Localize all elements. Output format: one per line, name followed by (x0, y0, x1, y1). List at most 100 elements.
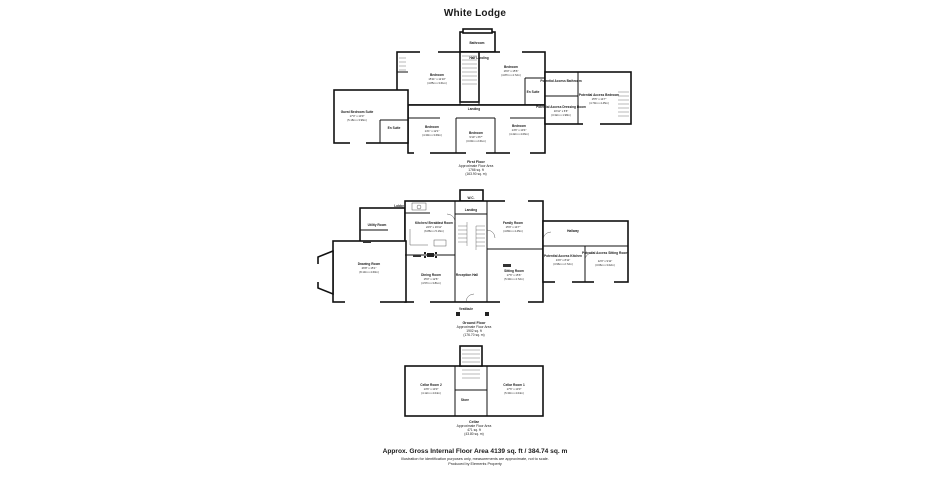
room-dims-bedroom-right: 16'0" x 15'6" (504, 69, 519, 73)
room-label-bedroom-bl: Bedroom (425, 125, 439, 129)
room-label-pa-kitchen: Potential Access Kitchen (544, 254, 582, 258)
room-label-en-suite-right: En Suite (527, 90, 540, 94)
room-dims-sitting-metric: (5.33m x 4.72m) (504, 277, 524, 281)
room-dims-potential-dressing: 10'11" x 6'6" (554, 109, 569, 113)
dining-table (427, 253, 434, 257)
door-arc (465, 293, 475, 303)
gross-area-text: Approx. Gross Internal Floor Area 4139 s… (382, 448, 568, 455)
room-label-en-suite-left: En Suite (388, 126, 401, 130)
room-dims-cellar2-metric: (4.12m x 4.04m) (421, 391, 441, 395)
room-label-family: Family Room (503, 221, 523, 225)
room-dims-pa-kitchen-metric: (3.96m x 2.72m) (553, 262, 573, 266)
plan-title: White Lodge (443, 8, 507, 19)
room-label-reception: Reception Hall (456, 273, 478, 277)
room-dims-drawing-metric: (8.13m x 4.60m) (359, 270, 379, 274)
room-dims-dining-metric: (4.57m x 3.81m) (421, 281, 441, 285)
ground-floor-main-stairs (475, 225, 485, 250)
room-label-guest-suite: Guest Bedroom Suite (341, 110, 374, 114)
kitchen-sink (416, 204, 422, 210)
room-label-bedroom-right: Bedroom (504, 65, 518, 69)
room-dims-bedroom-bl: 14'1" x 12'1" (425, 129, 440, 133)
room-label-potential-bedroom: Potential Access Bedroom (579, 93, 619, 97)
room-label-utility: Utility Room (368, 223, 387, 227)
room-dims-bedroom-bm-metric: (3.00m x 2.61m) (466, 139, 486, 143)
first-floor-left-stairs (399, 57, 406, 71)
room-label-drawing: Drawing Room (358, 262, 381, 266)
room-dims-potential-bedroom: 15'5" x 14'7" (592, 97, 607, 101)
door-arc (446, 213, 456, 223)
sitting-room-fireplace (503, 264, 511, 267)
first-floor-caption-sqm: (163.90 sq. m) (465, 172, 487, 176)
room-dims-potential-bedroom-metric: (4.70m x 4.45m) (589, 101, 609, 105)
first-floor-right-stairs (618, 91, 629, 117)
room-label-half-landing: Half Landing (469, 56, 488, 60)
cellar-caption-title: Cellar (469, 420, 479, 424)
ground-floor-caption-sqm: (176.70 sq. m) (463, 333, 485, 337)
room-label-wc: W.C. (468, 196, 475, 200)
room-dims-pa-kitchen: 13'0" x 8'11" (556, 258, 571, 262)
room-dims-sitting: 17'6" x 15'6" (507, 273, 522, 277)
vestibule-post-left (456, 312, 460, 316)
ground-floor-caption-title: Ground Floor (462, 321, 486, 325)
room-dims-cellar1-metric: (5.33m x 4.04m) (504, 391, 524, 395)
room-label-landing-gf: Landing (465, 208, 477, 212)
door-arc (486, 229, 496, 239)
room-dims-dining: 15'0" x 12'6" (424, 277, 439, 281)
room-dims-potential-dressing-metric: (3.32m x 1.98m) (551, 113, 571, 117)
room-dims-guest-suite: 17'0" x 13'0" (350, 114, 365, 118)
ground-floor-caption-sqft: 1902 sq. ft (466, 329, 482, 333)
cellar-plan: Cellar Room 2 13'6" x 13'3" (4.12m x 4.0… (404, 345, 544, 417)
door-arc (584, 252, 593, 261)
room-dims-drawing: 26'8" x 15'1" (362, 266, 377, 270)
kitchen-units (409, 229, 428, 246)
room-label-lobby: Lobby (394, 204, 404, 208)
room-dims-bedroom-br-metric: (4.42m x 4.06m) (509, 132, 529, 136)
room-label-hallway: Hallway (567, 229, 579, 233)
vestibule-post-right (485, 312, 489, 316)
room-label-bedroom-br: Bedroom (512, 124, 526, 128)
ground-floor-side-stairs (458, 222, 468, 246)
room-dims-cellar1: 17'6" x 13'3" (507, 387, 522, 391)
room-label-potential-bathroom: Potential Access Bathroom (540, 79, 581, 83)
room-dims-kitchen-metric: (6.86m x 5.16m) (424, 229, 444, 233)
room-dims-pa-sitting-metric: (3.66m x 3.02m) (595, 263, 615, 267)
room-dims-guest-suite-metric: (5.18m x 3.96m) (347, 118, 367, 122)
cellar-caption-area-label: Approximate Floor Area (456, 424, 492, 428)
room-dims-pa-sitting: 12'0" x 9'11" (598, 259, 613, 263)
room-label-bedroom-bm: Bedroom (469, 131, 483, 135)
first-floor-caption-sqft: 1766 sq. ft (468, 168, 484, 172)
room-label-store: Store (461, 398, 469, 402)
ground-floor-plan: Lobby Utility Room W.C. Landing Kitchen/… (316, 189, 629, 316)
room-dims-bedroom-left-metric: (4.85m x 3.61m) (427, 81, 447, 85)
room-dims-bedroom-bm: 9'10" x 8'7" (469, 135, 482, 139)
half-landing-stairs (462, 55, 477, 85)
door-arc (542, 231, 552, 241)
room-dims-bedroom-bl-metric: (4.30m x 3.69m) (422, 133, 442, 137)
ground-floor-caption-area-label: Approximate Floor Area (456, 325, 492, 329)
cellar-caption: Cellar Approximate Floor Area 471 sq. ft… (439, 420, 509, 436)
room-label-vestibule: Vestibule (459, 307, 473, 311)
room-label-cellar1: Cellar Room 1 (503, 383, 525, 387)
room-dims-family: 15'9" x 14'7" (506, 225, 521, 229)
first-floor-caption: First Floor Approximate Floor Area 1766 … (441, 160, 511, 176)
kitchen-island (433, 239, 447, 247)
room-label-sitting: Sitting Room (504, 269, 524, 273)
disclaimer-text: Illustration for identification purposes… (401, 457, 549, 461)
cellar-caption-sqm: (43.80 sq. m) (464, 432, 484, 436)
room-label-pa-sitting: Potential Access Sitting Room (582, 251, 628, 255)
room-dims-family-metric: (4.80m x 4.45m) (503, 229, 523, 233)
room-label-bathroom-top: Bathroom (469, 41, 484, 45)
ground-floor-caption: Ground Floor Approximate Floor Area 1902… (439, 321, 509, 337)
drawing-room-fireplace (363, 241, 371, 243)
room-label-landing-ff: Landing (468, 107, 480, 111)
room-dims-bedroom-br: 14'6" x 13'4" (512, 128, 527, 132)
first-floor-plan: Bathroom Half Landing Bedroom 15'11" x 1… (333, 28, 632, 155)
kitchen-counter (411, 202, 427, 211)
room-label-potential-dressing: Potential Access Dressing Room (536, 105, 586, 109)
room-dims-kitchen: 22'6" x 16'11" (426, 225, 442, 229)
room-label-kitchen: Kitchen/ Breakfast Room (415, 221, 453, 225)
room-dims-cellar2: 13'6" x 13'3" (424, 387, 439, 391)
cellar-caption-sqft: 471 sq. ft (467, 428, 481, 432)
first-floor-caption-title: First Floor (467, 160, 485, 164)
